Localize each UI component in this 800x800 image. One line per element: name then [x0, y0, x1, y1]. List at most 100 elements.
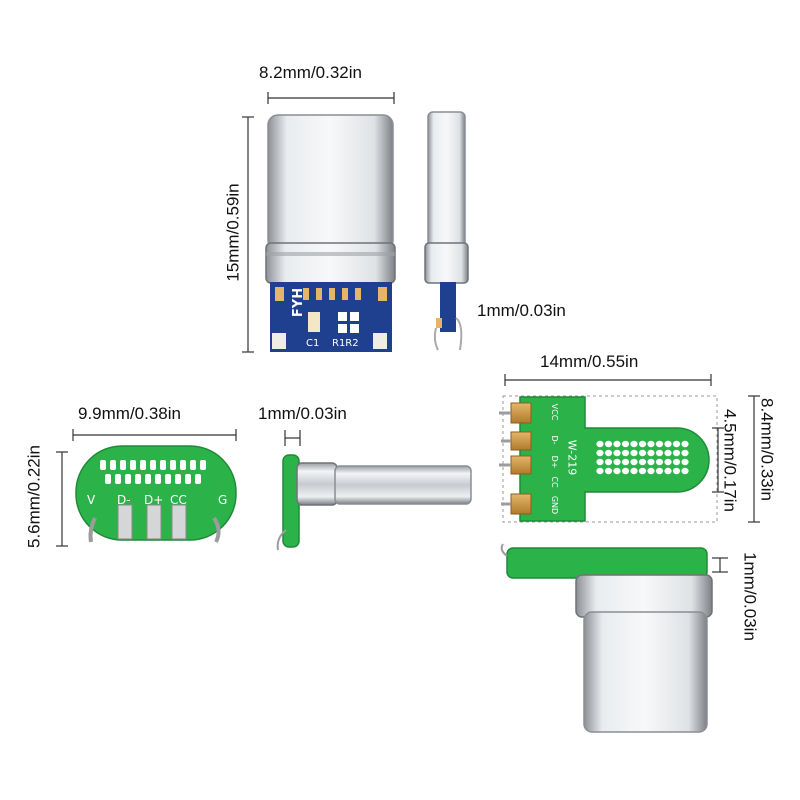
pad	[647, 449, 655, 457]
round-pin-label-dplus: D+	[144, 493, 164, 507]
pad	[655, 449, 664, 457]
left-width-dimension-line	[72, 429, 237, 441]
blue-pcb-board	[270, 282, 392, 352]
pad	[621, 467, 630, 475]
top-width-dimension-line	[267, 92, 395, 104]
pad	[613, 458, 621, 466]
left-width-label: 9.9mm/0.38in	[78, 404, 181, 423]
pad	[681, 467, 689, 475]
right-width-label: 14mm/0.55in	[540, 352, 639, 371]
blue-pcb-brand-label: FYH	[291, 287, 307, 318]
pad	[120, 460, 126, 470]
pad	[638, 458, 647, 466]
right-side-thickness-label: 1mm/0.03in	[740, 552, 760, 641]
pad	[604, 467, 613, 475]
right-inner-height-label: 4.5mm/0.17in	[720, 409, 740, 512]
side-thickness-dimension-line-left	[284, 430, 301, 446]
blue-pcb-r1r2-label: R1R2	[332, 338, 359, 349]
pad	[604, 440, 613, 448]
pad	[130, 460, 136, 470]
pad	[638, 440, 647, 448]
pad	[655, 458, 664, 466]
pad	[145, 474, 151, 484]
pad	[160, 460, 166, 470]
usb-c-shell-front	[265, 114, 396, 284]
pad	[185, 474, 191, 484]
pad	[638, 467, 647, 475]
pad	[604, 458, 613, 466]
pad	[621, 458, 630, 466]
pad	[613, 467, 621, 475]
pad	[195, 474, 201, 484]
pad	[200, 460, 206, 470]
tee-pin-label-gnd: GND	[550, 495, 559, 515]
right-height-label: 8.4mm/0.33in	[757, 398, 777, 501]
pad	[655, 467, 664, 475]
pad	[150, 460, 156, 470]
right-height-dimension-line	[748, 395, 760, 523]
round-pin-label-g: G	[218, 493, 228, 507]
round-pin-label-v: V	[87, 493, 96, 507]
pad	[672, 440, 681, 448]
tee-model-label: W-219	[565, 439, 579, 476]
pad	[175, 474, 181, 484]
pad	[100, 460, 106, 470]
pad	[115, 474, 121, 484]
pad	[630, 440, 638, 448]
round-pcb-pads	[100, 460, 206, 484]
pad	[681, 440, 689, 448]
pad	[613, 440, 621, 448]
pad	[621, 449, 630, 457]
round-pcb-wires	[88, 504, 221, 543]
pad	[135, 474, 141, 484]
tee-pcb-pad-grid	[596, 440, 689, 475]
top-width-label: 8.2mm/0.32in	[259, 63, 362, 82]
pad	[664, 467, 672, 475]
pad	[125, 474, 131, 484]
right-outline-box	[502, 395, 718, 523]
usb-c-horizontal-side	[276, 454, 472, 551]
pad	[638, 449, 647, 457]
pad	[596, 440, 604, 448]
pad	[613, 449, 621, 457]
top-side-thickness-label: 1mm/0.03in	[477, 301, 566, 320]
left-height-label: 5.6mm/0.22in	[24, 445, 44, 548]
pad	[647, 467, 655, 475]
pad	[672, 467, 681, 475]
pad	[596, 467, 604, 475]
pad	[681, 458, 689, 466]
pad	[664, 440, 672, 448]
blue-pcb-c1-label: C1	[306, 338, 320, 349]
pad	[604, 449, 613, 457]
pad	[190, 460, 196, 470]
pad	[672, 449, 681, 457]
right-inner-height-dimension-line	[712, 427, 724, 493]
pad	[630, 467, 638, 475]
round-pin-label-dminus: D-	[117, 493, 131, 507]
pad	[647, 440, 655, 448]
pad	[672, 458, 681, 466]
left-side-thickness-label: 1mm/0.03in	[258, 404, 347, 423]
pad	[596, 449, 604, 457]
usb-c-shell-side	[424, 111, 469, 351]
pad	[180, 460, 186, 470]
pad	[105, 474, 111, 484]
top-height-dimension-line	[242, 116, 254, 353]
side-thickness-dimension-line-right	[712, 557, 728, 573]
pad	[155, 474, 161, 484]
left-height-dimension-line	[56, 451, 68, 547]
pad	[647, 458, 655, 466]
pad	[621, 440, 630, 448]
pad	[110, 460, 116, 470]
pad	[165, 474, 171, 484]
pad	[630, 449, 638, 457]
right-width-dimension-line	[504, 374, 712, 386]
pad	[681, 449, 689, 457]
top-height-label: 15mm/0.59in	[223, 183, 243, 282]
pad	[170, 460, 176, 470]
round-pin-label-cc: CC	[170, 493, 187, 507]
pad	[664, 449, 672, 457]
pad	[596, 458, 604, 466]
